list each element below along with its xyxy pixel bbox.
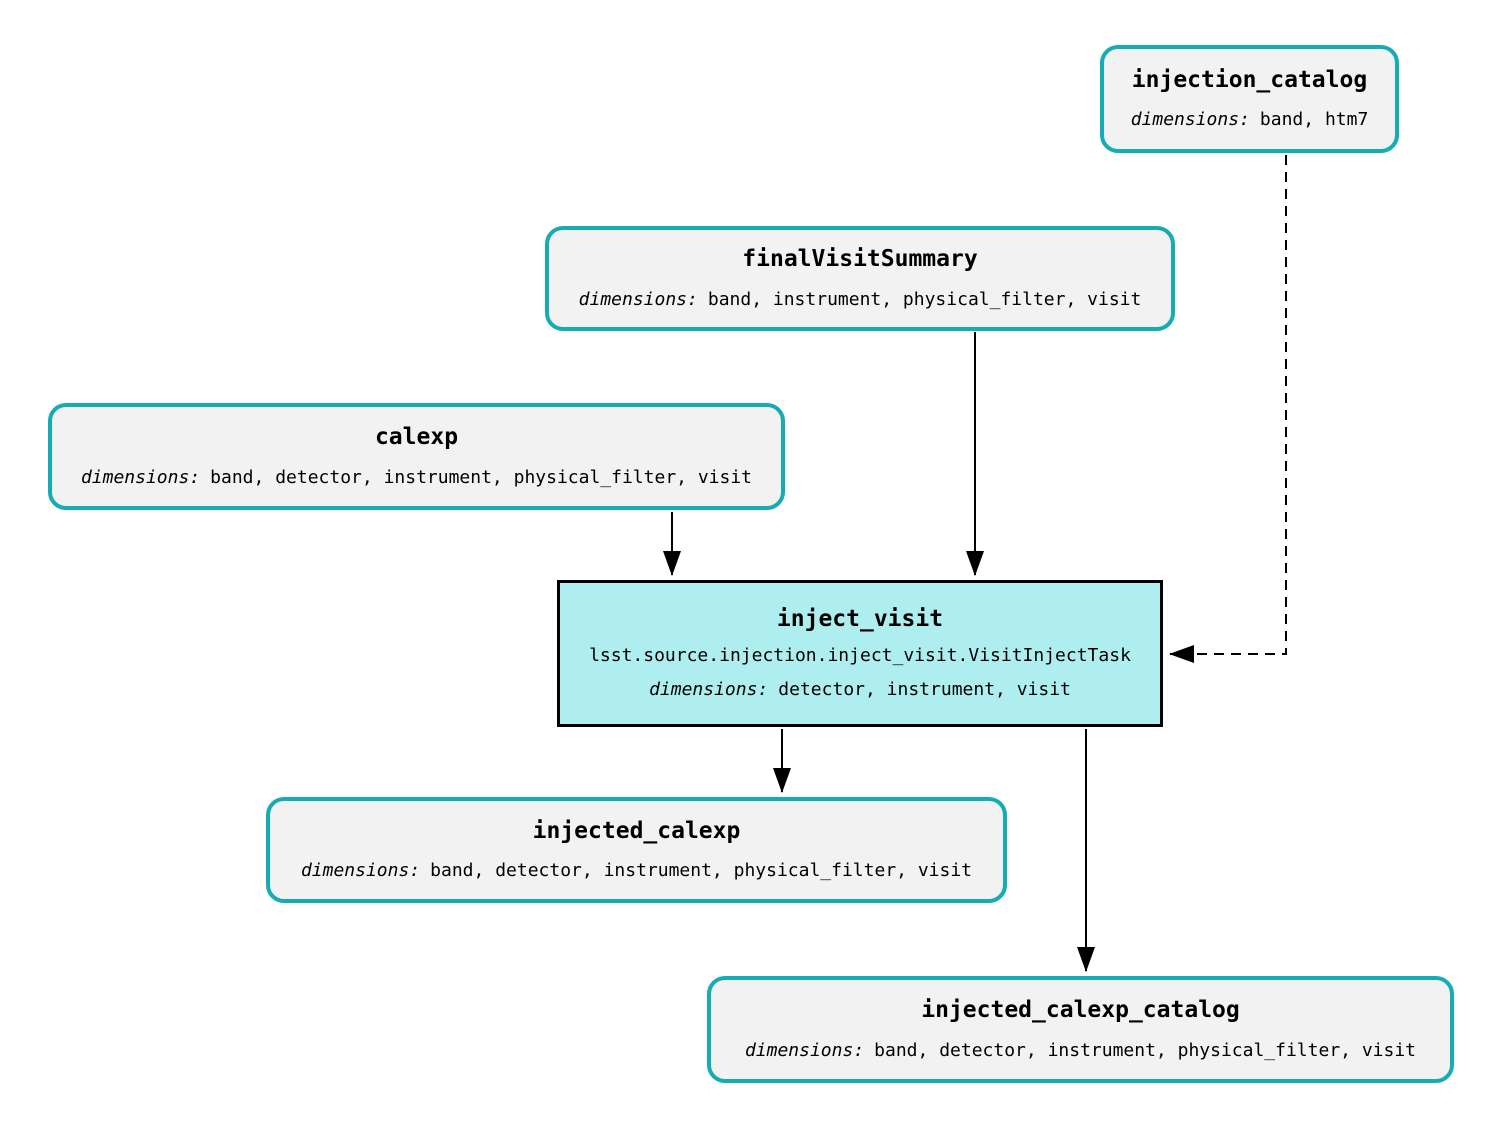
dimensions-label: dimensions:: [649, 679, 769, 701]
dimensions-label: dimensions:: [578, 288, 698, 310]
dimensions-label: dimensions:: [300, 860, 421, 882]
node-dimensions: dimensions: band, instrument, physical_fi…: [578, 288, 1142, 310]
node-dimensions: dimensions: band, detector, instrument, p…: [744, 1039, 1417, 1061]
node-title: calexp: [374, 424, 459, 451]
node-title: finalVisitSummary: [742, 246, 978, 273]
node-title: injected_calexp_catalog: [921, 997, 1240, 1024]
dimensions-label: dimensions:: [80, 466, 201, 488]
node-inject-visit: inject_visit lsst.source.injection.injec…: [557, 580, 1163, 727]
node-dimensions: dimensions: band, htm7: [1131, 110, 1369, 130]
dimensions-value: band, htm7: [1259, 109, 1369, 131]
node-dimensions: dimensions: detector, instrument, visit: [649, 680, 1071, 700]
node-injection-catalog: injection_catalog dimensions: band, htm7: [1100, 45, 1399, 153]
dimensions-value: band, detector, instrument, physical_fil…: [210, 466, 753, 488]
dimensions-label: dimensions:: [744, 1039, 865, 1061]
dimensions-value: detector, instrument, visit: [778, 679, 1071, 701]
node-dimensions: dimensions: band, detector, instrument, p…: [301, 861, 972, 881]
node-title: injection_catalog: [1131, 66, 1368, 93]
dimensions-value: band, detector, instrument, physical_fil…: [874, 1039, 1417, 1061]
node-title: inject_visit: [776, 606, 944, 633]
task-class: lsst.source.injection.inject_visit.Visit…: [589, 645, 1131, 667]
edge-injection-catalog-to-inject-visit: [1169, 155, 1287, 663]
node-calexp: calexp dimensions: band, detector, instru…: [48, 403, 785, 510]
node-dimensions: dimensions: band, detector, instrument, p…: [80, 466, 753, 488]
node-injected-calexp-catalog: injected_calexp_catalog dimensions: band,…: [707, 976, 1454, 1083]
dimensions-value: band, instrument, physical_filter, visit: [707, 288, 1142, 310]
dimensions-label: dimensions:: [1130, 109, 1250, 131]
dimensions-value: band, detector, instrument, physical_fil…: [430, 860, 973, 882]
node-finalvisitsummary: finalVisitSummary dimensions: band, instr…: [545, 226, 1175, 331]
node-injected-calexp: injected_calexp dimensions: band, detecto…: [266, 797, 1007, 903]
node-title: injected_calexp: [532, 817, 741, 844]
